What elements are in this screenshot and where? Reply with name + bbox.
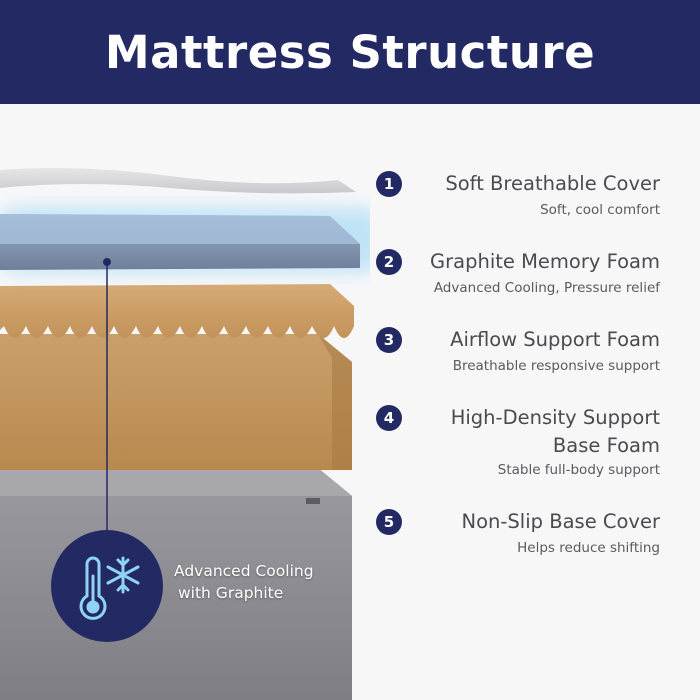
layer-subtitle: Helps reduce shifting	[517, 540, 660, 556]
cooling-badge-text: Advanced Cooling with Graphite	[174, 560, 314, 604]
layer-subtitle: Breathable responsive support	[452, 358, 660, 374]
layer-subtitle: Advanced Cooling, Pressure relief	[433, 280, 660, 296]
layer-title-line2: Base Foam	[552, 434, 660, 457]
thermometer-snowflake-icon	[79, 556, 140, 620]
layer-number-badge: 5	[376, 509, 402, 535]
cooling-text-line2: with Graphite	[178, 584, 284, 602]
mattress-layers-illustration	[0, 168, 370, 700]
layer-base-foam	[0, 334, 352, 470]
page-title: Mattress Structure	[104, 25, 596, 79]
layer-title: Airflow Support Foam	[450, 328, 660, 351]
cooling-text-line1: Advanced Cooling	[174, 562, 314, 580]
layer-number-badge: 2	[376, 249, 402, 275]
layer-subtitle: Stable full-body support	[497, 462, 660, 478]
cooling-badge	[51, 530, 163, 642]
layer-number-badge: 3	[376, 327, 402, 353]
layer-title: Graphite Memory Foam	[430, 250, 660, 273]
layer-graphite-foam	[0, 208, 370, 272]
layer-number-badge: 1	[376, 171, 402, 197]
layer-title: Soft Breathable Cover	[445, 172, 660, 195]
layer-base-cover	[0, 468, 352, 700]
layer-title: Non-Slip Base Cover	[461, 510, 661, 533]
layer-top-cover	[0, 168, 356, 194]
header-banner: Mattress Structure	[0, 0, 700, 104]
layer-title: High-Density Support	[450, 406, 660, 429]
layer-subtitle: Soft, cool comfort	[540, 202, 660, 218]
layer-airflow-foam	[0, 284, 354, 338]
layer-number-badge: 4	[376, 405, 402, 431]
badge-pointer	[103, 258, 111, 534]
